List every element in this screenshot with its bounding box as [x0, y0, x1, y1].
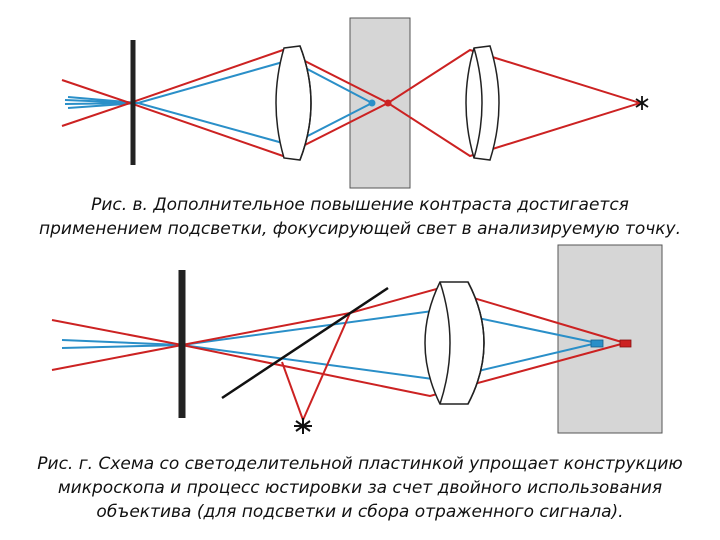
- blue-beam-paths: [61, 308, 598, 382]
- blue-focus-point: [590, 339, 604, 348]
- red-beam-paths: [51, 286, 626, 421]
- blue-beam-paths: [64, 58, 373, 147]
- caption-line: объектива (для подсветки и сбора отражен…: [96, 502, 624, 522]
- caption-line: микроскопа и процесс юстировки за счет д…: [57, 478, 663, 498]
- asterisk-icon: [294, 418, 312, 434]
- caption-line: Рис. в. Дополнительное повышение контрас…: [91, 195, 629, 215]
- blue-focus-point: [368, 99, 376, 107]
- figure-c-diagram: [61, 17, 649, 189]
- figure-d-caption: Рис. г. Схема со светоделительной пласти…: [0, 452, 720, 524]
- beam-splitter-plate: [221, 286, 389, 400]
- objective-lens: [424, 281, 485, 405]
- figure-c-caption: Рис. в. Дополнительное повышение контрас…: [0, 193, 720, 241]
- objective-lens-left: [275, 45, 312, 161]
- caption-line: применением подсветки, фокусирующей свет…: [38, 219, 682, 239]
- red-focus-point: [384, 99, 392, 107]
- condenser-lens-right: [465, 45, 500, 161]
- asterisk-icon: [635, 96, 649, 110]
- red-beam-paths: [61, 48, 641, 158]
- sample-slab: [349, 17, 411, 189]
- figure-d-diagram: [51, 244, 663, 434]
- red-focus-point: [619, 339, 632, 348]
- caption-line: Рис. г. Схема со светоделительной пласти…: [37, 454, 683, 474]
